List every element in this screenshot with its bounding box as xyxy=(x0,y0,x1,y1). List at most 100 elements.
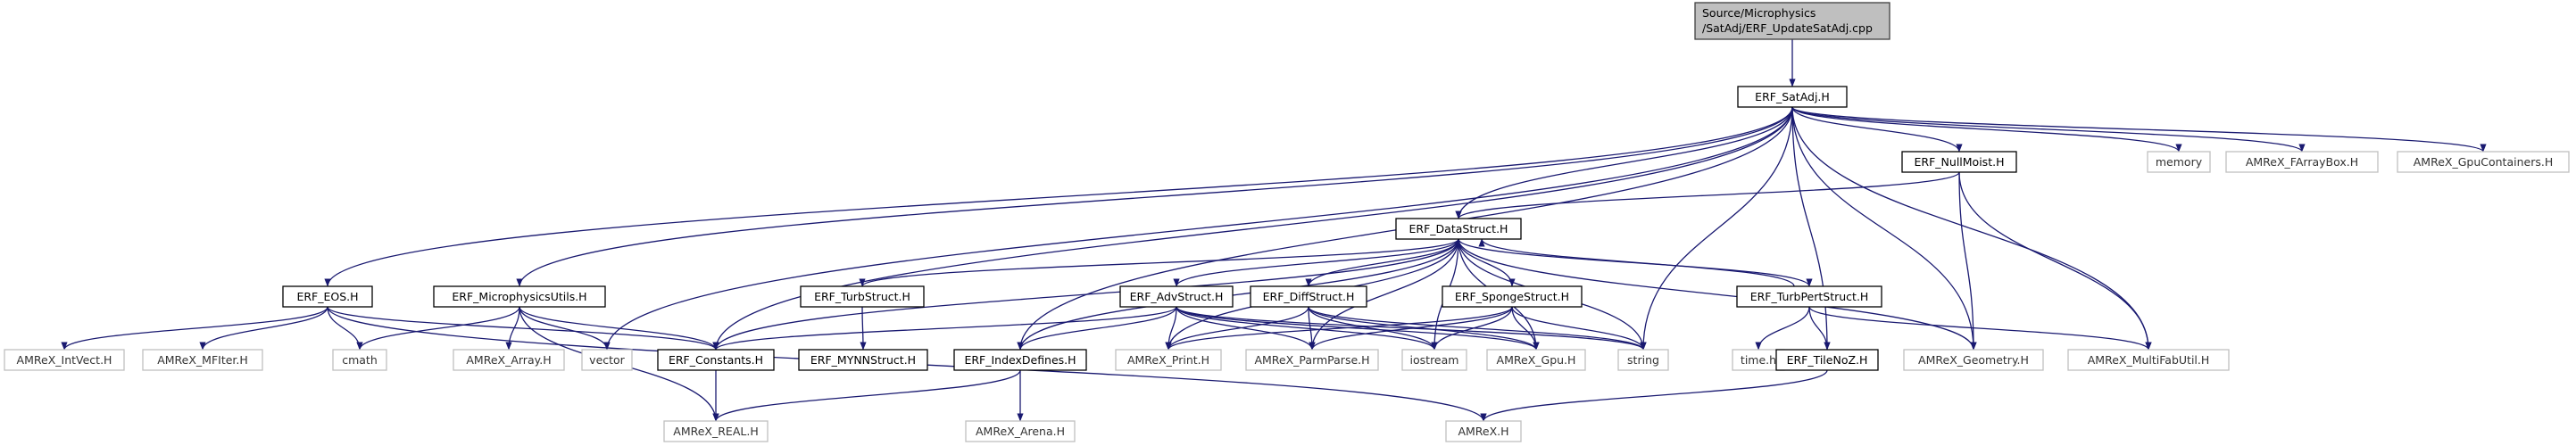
svg-text:cmath: cmath xyxy=(342,353,378,367)
node-string[interactable]: string xyxy=(1617,349,1669,371)
node-amrex-h[interactable]: AMReX.H xyxy=(1445,420,1522,442)
edge-turbstruct-to-mynn xyxy=(860,306,867,351)
svg-text:AMReX_MFIter.H: AMReX_MFIter.H xyxy=(157,353,248,367)
node-erf-turbstruct[interactable]: ERF_TurbStruct.H xyxy=(800,285,925,308)
root-label-line-2: /SatAdj/ERF_UpdateSatAdj.cpp xyxy=(1702,21,1873,35)
edge-advstruct-to-iostream xyxy=(1176,306,1438,351)
edge-datastruct-to-indexdefines xyxy=(1017,238,1459,351)
edge-satadj-to-multifabutil xyxy=(1791,106,2152,351)
svg-text:ERF_NullMoist.H: ERF_NullMoist.H xyxy=(1915,155,2005,169)
svg-text:ERF_EOS.H: ERF_EOS.H xyxy=(296,290,358,303)
node-erf-turbpertstruct[interactable]: ERF_TurbPertStruct.H xyxy=(1736,285,1882,308)
node-amrex-gpucontainers[interactable]: AMReX_GpuContainers.H xyxy=(2397,151,2570,173)
edge-turbpert-to-timeh xyxy=(1755,306,1810,351)
edge-advstruct-to-constants xyxy=(712,306,1177,351)
node-erf-eos[interactable]: ERF_EOS.H xyxy=(282,285,373,308)
svg-text:iostream: iostream xyxy=(1410,353,1459,367)
edge-microutils-to-constants xyxy=(519,306,719,351)
edge-turbpert-to-multifabutil xyxy=(1808,306,2152,351)
node-erf-satadj[interactable]: ERF_SatAdj.H xyxy=(1737,86,1848,108)
edge-satadj-to-nullmoist xyxy=(1791,106,1963,153)
edge-eos-to-mfiter xyxy=(199,306,328,351)
svg-text:ERF_TurbStruct.H: ERF_TurbStruct.H xyxy=(814,290,910,303)
svg-text:AMReX_Gpu.H: AMReX_Gpu.H xyxy=(1497,353,1576,367)
edge-diffstruct-to-string xyxy=(1308,306,1647,351)
edge-datastruct-to-turbstruct xyxy=(859,238,1459,287)
node-root-file[interactable]: Source/Microphysics /SatAdj/ERF_UpdateSa… xyxy=(1694,2,1890,40)
node-amrex-arena[interactable]: AMReX_Arena.H xyxy=(965,420,1076,442)
node-amrex-parmparse[interactable]: AMReX_ParmParse.H xyxy=(1245,349,1379,371)
node-erf-spongestruct[interactable]: ERF_SpongeStruct.H xyxy=(1442,285,1583,308)
svg-text:vector: vector xyxy=(589,353,626,367)
node-erf-nullmoist[interactable]: ERF_NullMoist.H xyxy=(1901,151,2017,173)
svg-text:string: string xyxy=(1627,353,1659,367)
node-erf-datastruct[interactable]: ERF_DataStruct.H xyxy=(1395,218,1522,240)
node-erf-indexdefines[interactable]: ERF_IndexDefines.H xyxy=(953,349,1087,371)
svg-text:ERF_IndexDefines.H: ERF_IndexDefines.H xyxy=(964,353,1076,367)
svg-text:ERF_SatAdj.H: ERF_SatAdj.H xyxy=(1755,90,1830,103)
node-amrex-print[interactable]: AMReX_Print.H xyxy=(1115,349,1222,371)
svg-text:ERF_TileNoZ.H: ERF_TileNoZ.H xyxy=(1787,353,1868,367)
edge-spongestruct-to-print xyxy=(1165,306,1513,351)
node-amrex-intvect[interactable]: AMReX_IntVect.H xyxy=(4,349,125,371)
edges-layer xyxy=(61,39,2487,422)
edge-microutils-to-vector xyxy=(519,306,611,351)
edge-satadj-to-string xyxy=(1640,106,1793,351)
svg-text:ERF_MYNNStruct.H: ERF_MYNNStruct.H xyxy=(810,353,916,367)
svg-text:ERF_MicrophysicsUtils.H: ERF_MicrophysicsUtils.H xyxy=(452,290,586,303)
edge-datastruct-to-geometry xyxy=(1458,238,1977,351)
nodes-layer: Source/Microphysics /SatAdj/ERF_UpdateSa… xyxy=(4,2,2570,442)
edge-satadj-to-farraybox xyxy=(1791,106,2306,153)
node-amrex-mfiter[interactable]: AMReX_MFIter.H xyxy=(142,349,263,371)
svg-text:AMReX.H: AMReX.H xyxy=(1458,425,1508,438)
node-erf-constants[interactable]: ERF_Constants.H xyxy=(657,349,775,371)
svg-text:ERF_DiffStruct.H: ERF_DiffStruct.H xyxy=(1263,290,1355,303)
node-cmath[interactable]: cmath xyxy=(332,349,387,371)
node-amrex-multifabutil[interactable]: AMReX_MultiFabUtil.H xyxy=(2067,349,2230,371)
node-erf-mynnstruct[interactable]: ERF_MYNNStruct.H xyxy=(798,349,928,371)
edge-spongestruct-to-string xyxy=(1511,306,1647,351)
node-erf-microphysicsutils[interactable]: ERF_MicrophysicsUtils.H xyxy=(433,285,606,308)
edge-satadj-to-tilenoz xyxy=(1791,106,1831,351)
edge-advstruct-to-indexdefines xyxy=(1017,306,1177,351)
node-iostream[interactable]: iostream xyxy=(1401,349,1467,371)
node-amrex-array[interactable]: AMReX_Array.H xyxy=(453,349,565,371)
edge-diffstruct-to-iostream xyxy=(1308,306,1438,351)
edge-eos-to-intvect xyxy=(61,306,328,351)
edge-diffstruct-to-gpu xyxy=(1308,306,1540,351)
node-amrex-farraybox[interactable]: AMReX_FArrayBox.H xyxy=(2225,151,2379,173)
edge-satadj-to-constants xyxy=(712,106,1793,351)
edge-datastruct-to-constants xyxy=(712,238,1459,351)
node-time-h[interactable]: time.h xyxy=(1732,349,1785,371)
svg-text:ERF_TurbPertStruct.H: ERF_TurbPertStruct.H xyxy=(1750,290,1869,303)
edge-eos-to-constants xyxy=(327,306,719,351)
edge-satadj-to-eos xyxy=(324,106,1793,287)
node-erf-diffstruct[interactable]: ERF_DiffStruct.H xyxy=(1250,285,1367,308)
node-amrex-real[interactable]: AMReX_REAL.H xyxy=(663,420,769,442)
node-amrex-geometry[interactable]: AMReX_Geometry.H xyxy=(1903,349,2044,371)
svg-text:AMReX_Arena.H: AMReX_Arena.H xyxy=(976,425,1065,438)
svg-text:time.h: time.h xyxy=(1741,353,1776,367)
edge-satadj-to-gpucontainers xyxy=(1791,106,2487,153)
edge-datastruct-to-parmparse xyxy=(1309,238,1459,351)
edge-satadj-to-vector xyxy=(603,106,1793,351)
svg-text:ERF_SpongeStruct.H: ERF_SpongeStruct.H xyxy=(1455,290,1569,303)
node-vector[interactable]: vector xyxy=(581,349,633,371)
svg-text:ERF_AdvStruct.H: ERF_AdvStruct.H xyxy=(1130,290,1224,303)
svg-text:AMReX_GpuContainers.H: AMReX_GpuContainers.H xyxy=(2414,155,2553,169)
edge-datastruct-to-spongestruct xyxy=(1458,238,1516,287)
svg-text:memory: memory xyxy=(2156,155,2203,169)
svg-text:AMReX_Geometry.H: AMReX_Geometry.H xyxy=(1918,353,2029,367)
edge-advstruct-to-gpu xyxy=(1176,306,1540,351)
node-erf-advstruct[interactable]: ERF_AdvStruct.H xyxy=(1119,285,1234,308)
svg-text:AMReX_REAL.H: AMReX_REAL.H xyxy=(673,425,758,438)
svg-text:AMReX_Array.H: AMReX_Array.H xyxy=(466,353,551,367)
root-label-line-1: Source/Microphysics xyxy=(1702,6,1816,20)
node-amrex-gpu[interactable]: AMReX_Gpu.H xyxy=(1486,349,1586,371)
node-memory[interactable]: memory xyxy=(2147,151,2211,173)
node-erf-tilenoz[interactable]: ERF_TileNoZ.H xyxy=(1775,349,1879,371)
edge-satadj-to-microutils xyxy=(516,106,1793,287)
edge-datastruct-to-advstruct xyxy=(1173,238,1459,287)
svg-text:AMReX_FArrayBox.H: AMReX_FArrayBox.H xyxy=(2246,155,2358,169)
